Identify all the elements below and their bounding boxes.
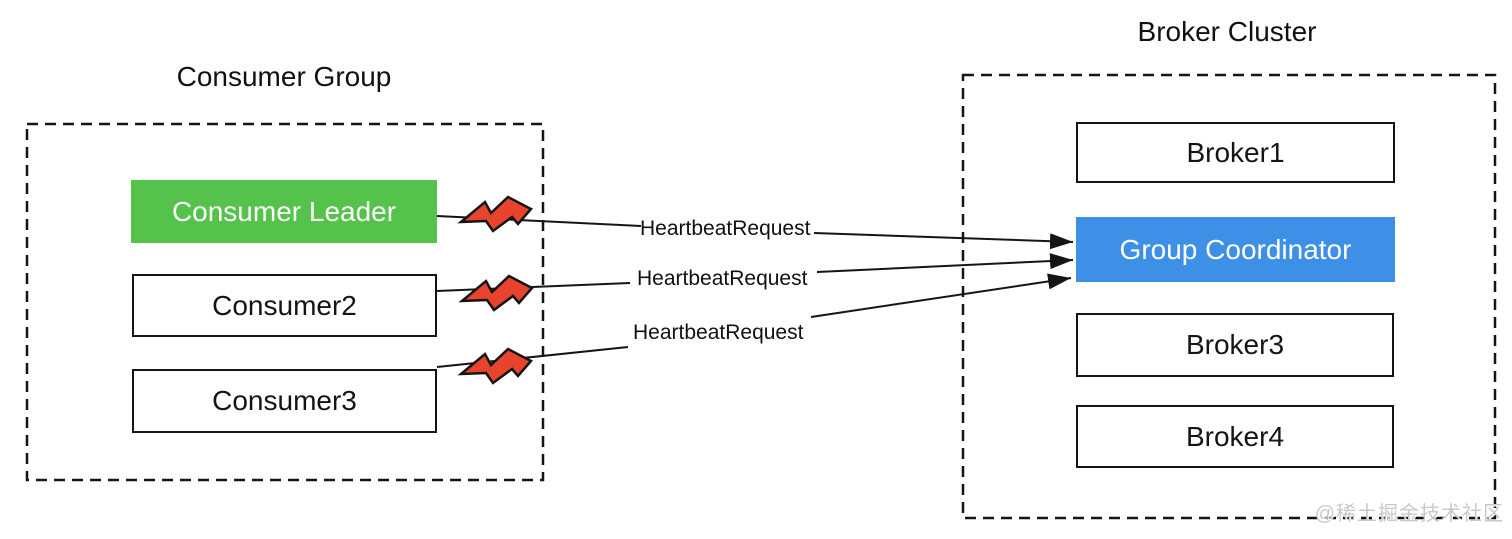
lightning-bolt-icon xyxy=(459,195,533,233)
arrow-consumer2-to-coordinator xyxy=(816,253,1074,273)
node-consumer3: Consumer3 xyxy=(132,369,437,433)
arrow-leader-to-coordinator xyxy=(813,232,1074,250)
node-broker3: Broker3 xyxy=(1076,313,1394,377)
heartbeat-request-label-3: HeartbeatRequest xyxy=(633,321,804,344)
node-group-coordinator: Group Coordinator xyxy=(1076,217,1395,282)
lightning-bolt-icon xyxy=(460,274,534,312)
consumer-group-title: Consumer Group xyxy=(176,61,392,92)
connector-leader-to-label xyxy=(436,215,642,227)
connector-consumer3-to-label xyxy=(436,346,629,368)
node-consumer2: Consumer2 xyxy=(132,274,437,337)
node-broker1: Broker1 xyxy=(1076,122,1395,183)
broker-cluster-title: Broker Cluster xyxy=(1137,16,1317,47)
node-broker4: Broker4 xyxy=(1076,405,1394,468)
node-consumer-leader: Consumer Leader xyxy=(131,180,437,243)
connector-consumer2-to-label xyxy=(436,282,631,292)
heartbeat-request-label-2: HeartbeatRequest xyxy=(637,267,808,290)
arrow-consumer3-to-coordinator xyxy=(810,273,1072,318)
heartbeat-request-label-1: HeartbeatRequest xyxy=(640,217,811,240)
lightning-bolt-icon xyxy=(459,347,533,385)
watermark: @稀土掘金技术社区 xyxy=(1314,503,1504,525)
